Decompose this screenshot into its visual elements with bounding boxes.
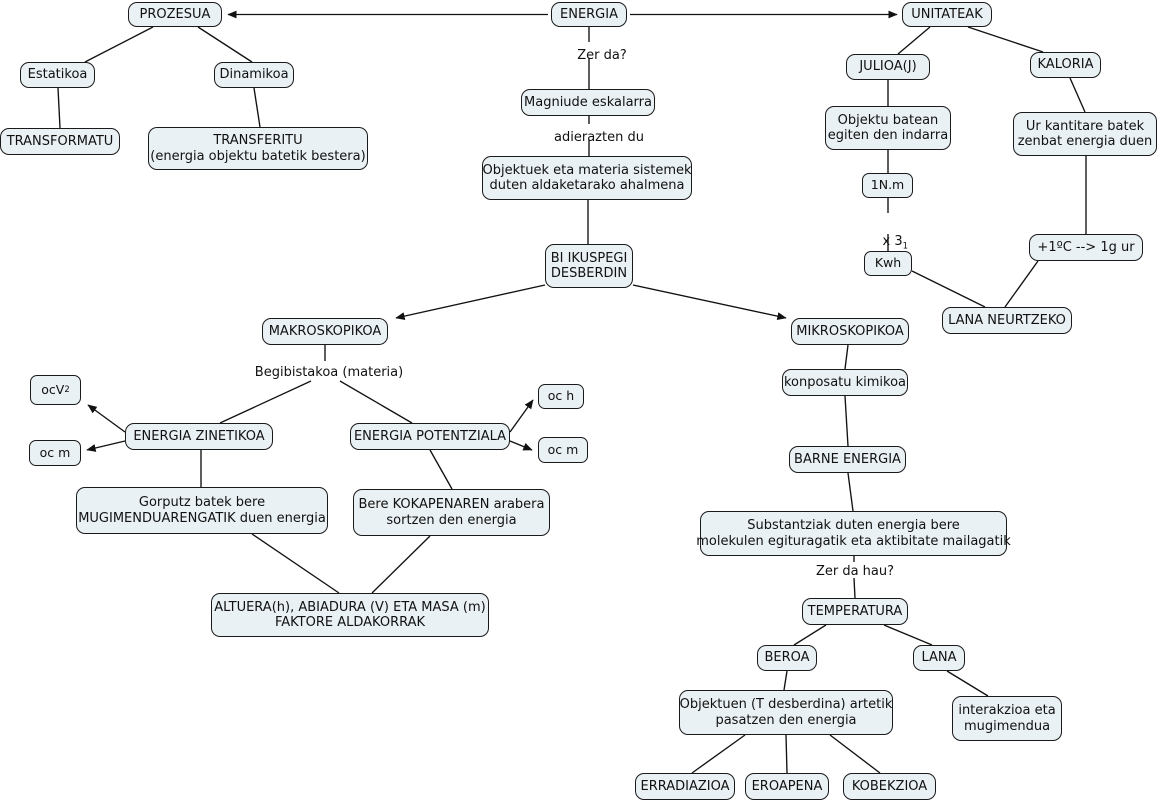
- node-temperatura[interactable]: TEMPERATURA: [802, 598, 908, 625]
- node-estatikoa[interactable]: Estatikoa: [20, 62, 95, 88]
- node-ur-kantitare[interactable]: Ur kantitare batek zenbat energia duen: [1013, 112, 1157, 156]
- edge-temp-lana: [883, 624, 933, 646]
- node-bi-ikuspegi[interactable]: BI IKUSPEGI DESBERDIN: [545, 244, 633, 288]
- edge-label-begibistakoa: Begibistakoa (materia): [254, 365, 404, 380]
- node-energia-zinetikoa[interactable]: ENERGIA ZINETIKOA: [125, 423, 273, 450]
- node-prozesua[interactable]: PROZESUA: [128, 2, 222, 27]
- node-grad-ur[interactable]: +1ºC --> 1g ur: [1029, 234, 1143, 261]
- edge-potentziala-och: [509, 399, 534, 433]
- node-konposatu-kimikoa[interactable]: konposatu kimikoa: [782, 369, 908, 396]
- node-mikroskopikoa[interactable]: MIKROSKOPIKOA: [791, 318, 909, 345]
- node-dinamikoa[interactable]: Dinamikoa: [214, 62, 294, 88]
- node-transferitu[interactable]: TRANSFERITU (energia objektu batetik bes…: [148, 127, 368, 170]
- node-altuera-faktoreak[interactable]: ALTUERA(h), ABIADURA (V) ETA MASA (m) FA…: [211, 593, 489, 637]
- node-kobekzioa[interactable]: KOBEKZIOA: [843, 773, 936, 800]
- edge-dinamikoa-transferitu: [253, 87, 261, 128]
- node-unitateak[interactable]: UNITATEAK: [902, 2, 992, 27]
- edge-estatikoa-transformatu: [57, 87, 61, 129]
- node-kaloria[interactable]: KALORIA: [1030, 52, 1101, 78]
- edge-unitateak-kaloria: [967, 26, 1044, 53]
- edge-zinetikoa-ocm: [86, 440, 126, 452]
- edge-label-zer-da: Zer da?: [577, 48, 627, 63]
- edge-makro-potentziala: [339, 380, 413, 424]
- edge-kwh-lana: [911, 270, 986, 308]
- edge-label-x3: x 31: [862, 219, 912, 264]
- edge-konposatu-barne: [844, 395, 849, 447]
- node-1nm[interactable]: 1N.m: [862, 173, 913, 198]
- node-interakzioa[interactable]: interakzioa eta mugimendua: [952, 696, 1062, 741]
- node-ocm-left[interactable]: oc m: [29, 440, 81, 466]
- edge-lana-interakzioa: [946, 670, 989, 697]
- edge-objektuen-kobekzioa: [829, 734, 881, 774]
- node-lana-neurtzeko[interactable]: LANA NEURTZEKO: [942, 307, 1072, 334]
- edge-temp-beroa: [793, 624, 827, 646]
- edge-biikuspegi-mikro: [632, 284, 787, 321]
- node-makroskopikoa[interactable]: MAKROSKOPIKOA: [262, 318, 388, 345]
- node-objektuek-ahalmena[interactable]: Objektuek eta materia sistemek duten ald…: [482, 156, 692, 200]
- edge-label-zer-da-hau: Zer da hau?: [815, 564, 895, 579]
- node-beroa[interactable]: BEROA: [757, 645, 817, 671]
- edge-biikuspegi-makro: [395, 284, 546, 320]
- edge-label-adierazten-du: adierazten du: [554, 130, 644, 145]
- node-transformatu[interactable]: TRANSFORMATU: [0, 128, 120, 155]
- node-kokapenaren-arabera[interactable]: Bere KOKAPENAREN arabera sortzen den ene…: [353, 489, 550, 536]
- node-gorputz-mugimendua[interactable]: Gorputz batek bere MUGIMENDUARENGATIK du…: [76, 487, 328, 534]
- edge-substantziak-temp-b: [853, 577, 856, 599]
- edge-unitateak-julioa: [897, 26, 931, 55]
- node-barne-energia[interactable]: BARNE ENERGIA: [789, 446, 906, 473]
- node-substantziak[interactable]: Substantziak duten energia bere molekule…: [696, 511, 1011, 556]
- edge-objektuen-erradiazioa: [691, 734, 746, 774]
- edge-gorputz-altuera: [251, 533, 340, 594]
- edge-potentziala-kokapen: [429, 449, 453, 490]
- ocv2-base: ocV: [41, 381, 65, 397]
- x3-base: x 3: [882, 234, 903, 249]
- edge-mikro-konposatu: [844, 344, 849, 370]
- node-energia-potentziala[interactable]: ENERGIA POTENTZIALA: [350, 423, 510, 450]
- edge-grad-lana: [1004, 260, 1039, 308]
- edge-prozesua-estatikoa: [84, 26, 154, 63]
- edge-beroa-objektuen: [783, 670, 788, 691]
- node-eroapena[interactable]: EROAPENA: [745, 773, 829, 800]
- node-julioa[interactable]: JULIOA(J): [846, 54, 930, 80]
- node-objektu-indarra[interactable]: Objektu batean egiten den indarra: [825, 106, 951, 150]
- node-lana[interactable]: LANA: [913, 645, 965, 671]
- edge-objektuen-eroapena: [785, 734, 788, 774]
- node-kwh[interactable]: Kwh: [864, 251, 912, 276]
- edge-potentziala-ocm: [509, 440, 533, 451]
- edge-makro-zinetikoa: [219, 380, 312, 424]
- edge-barne-substantziak: [847, 472, 854, 512]
- node-ocm-right[interactable]: oc m: [538, 437, 588, 463]
- edge-kokapen-altuera: [371, 535, 431, 594]
- x3-subscript: 1: [902, 241, 909, 252]
- node-magniude-eskalarra[interactable]: Magniude eskalarra: [521, 89, 655, 116]
- node-energia[interactable]: ENERGIA: [551, 2, 627, 27]
- node-erradiazioa[interactable]: ERRADIAZIOA: [635, 773, 735, 800]
- node-och[interactable]: oc h: [538, 384, 584, 409]
- edge-kaloria-urkant: [1069, 77, 1086, 113]
- edge-prozesua-dinamikoa: [197, 26, 253, 63]
- node-objektuen-t[interactable]: Objektuen (T desberdina) artetik pasatze…: [679, 690, 893, 735]
- edge-zinetikoa-ocv2: [87, 404, 126, 433]
